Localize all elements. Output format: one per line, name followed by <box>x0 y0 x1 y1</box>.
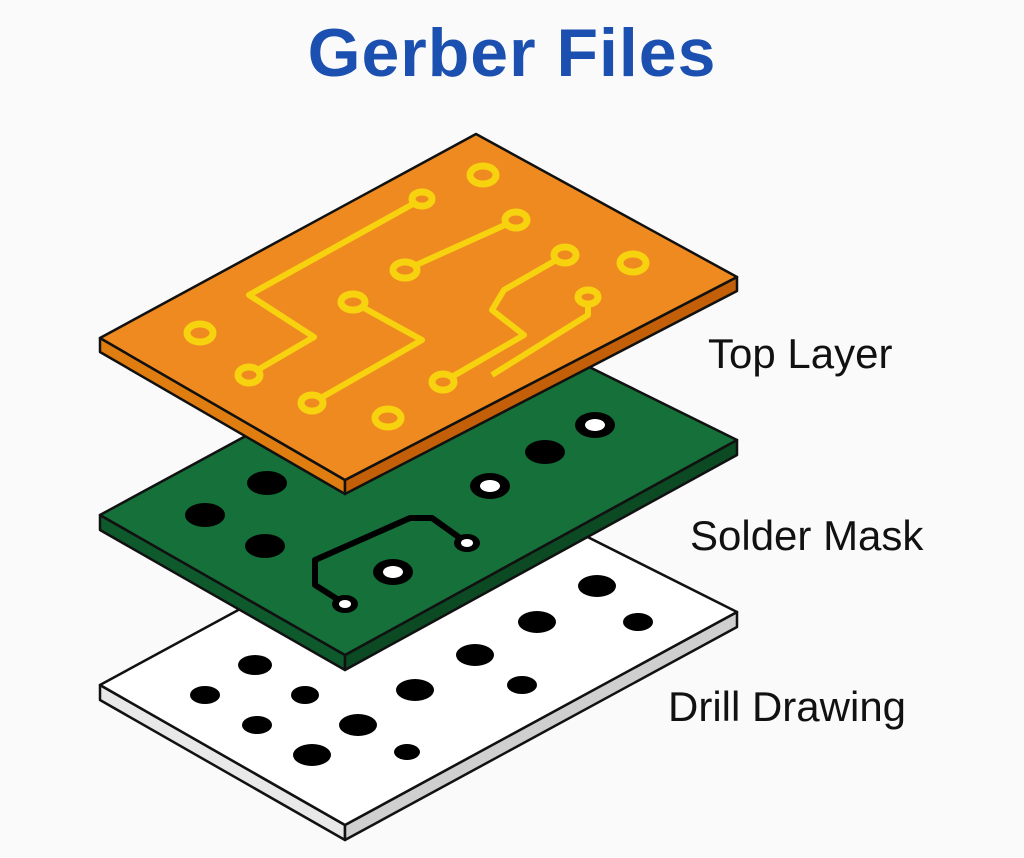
copper-pad <box>616 250 650 276</box>
drill-hole <box>578 575 616 597</box>
drill-hole <box>394 744 420 760</box>
drill-drawing-board <box>98 479 739 842</box>
via-hole <box>383 566 403 578</box>
via-hole <box>585 419 605 431</box>
via-hole <box>461 539 473 547</box>
copper-trace <box>441 252 567 385</box>
via-hole <box>480 480 500 492</box>
copper-trace <box>403 217 518 273</box>
mask-trace <box>312 515 469 607</box>
copper-pad <box>337 290 369 314</box>
label-solder-mask: Solder Mask <box>690 512 924 559</box>
copper-pad <box>297 391 327 415</box>
drill-hole <box>291 686 319 704</box>
top-board-top <box>98 132 739 482</box>
drill-hole <box>623 613 653 631</box>
copper-pad <box>550 243 580 267</box>
drill-hole <box>518 611 556 633</box>
copper-pad <box>371 405 405 431</box>
label-drill-drawing: Drill Drawing <box>668 683 907 730</box>
copper-trace <box>246 196 424 378</box>
via-hole <box>339 600 351 608</box>
drill-hole <box>242 716 272 734</box>
drill-hole <box>396 679 434 701</box>
copper-pad <box>428 370 458 394</box>
drill-hole <box>238 655 272 675</box>
drill-hole <box>507 676 537 694</box>
label-top-layer: Top Layer <box>708 330 893 377</box>
mask-opening <box>525 440 565 464</box>
diagram-title: Gerber Files <box>307 15 717 91</box>
copper-pad <box>234 363 264 387</box>
top-layer-board <box>98 132 739 496</box>
copper-pad <box>183 320 217 346</box>
copper-pad <box>389 258 421 282</box>
copper-pad <box>408 188 436 210</box>
copper-pad <box>501 208 531 232</box>
mask-opening <box>185 503 225 527</box>
copper-pad <box>574 286 602 308</box>
solder-mask-board <box>98 309 739 672</box>
copper-pad <box>466 162 500 188</box>
drill-hole <box>456 644 494 666</box>
copper-trace <box>310 299 425 406</box>
mask-opening <box>247 471 287 495</box>
drill-hole <box>293 744 331 766</box>
drill-hole <box>339 714 377 736</box>
drill-hole <box>190 686 220 704</box>
mask-opening <box>245 534 285 558</box>
